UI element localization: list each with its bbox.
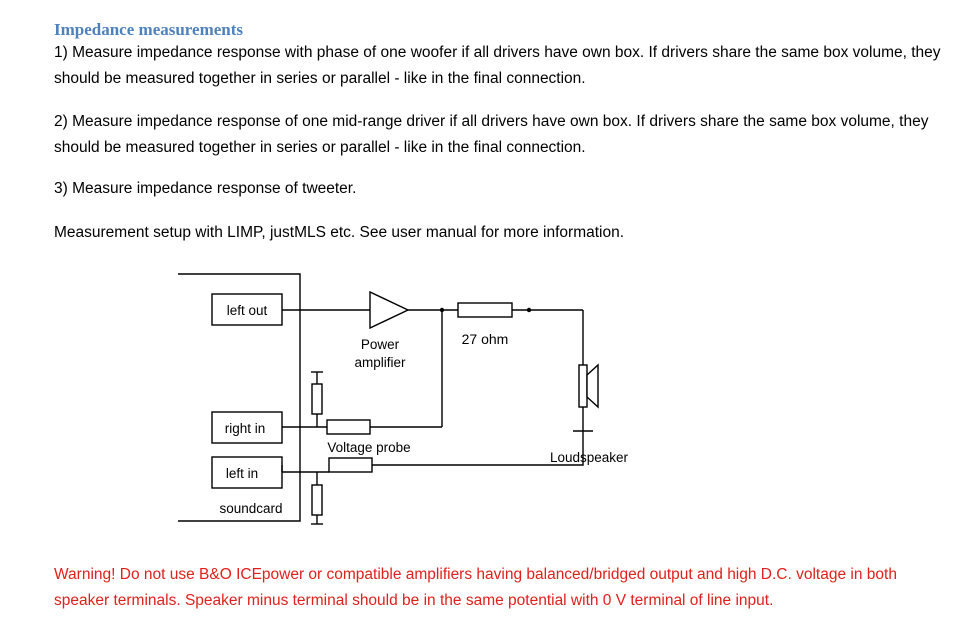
left-out-label: left out [227,303,268,318]
shunt-resistor-icon [311,383,323,415]
resistor-27-ohm-icon [457,302,513,318]
soundcard-outline [178,273,301,522]
resistor-label: 27 ohm [462,331,509,347]
right-in-label: right in [225,421,266,436]
left-in-resistor-icon [328,457,373,473]
power-amplifier-icon [369,290,410,330]
voltage-probe-resistor-icon [326,419,371,435]
section-heading: Impedance measurements [54,20,244,39]
loudspeaker-label: Loudspeaker [550,450,629,465]
step-1-text: 1) Measure impedance response with phase… [54,44,941,87]
soundcard-label: soundcard [219,501,282,516]
setup-note-text: Measurement setup with LIMP, justMLS etc… [54,224,625,241]
power-amplifier-label-line1: Power [361,337,400,352]
shunt-resistor-2-icon [311,484,323,516]
step-3-text: 3) Measure impedance response of tweeter… [54,180,357,197]
left-out-box [211,293,283,326]
loudspeaker-icon [578,364,588,408]
left-in-label: left in [226,466,258,481]
warning-text: Warning! Do not use B&O ICEpower or comp… [54,566,897,609]
voltage-probe-label: Voltage probe [327,440,410,455]
step-2-text: 2) Measure impedance response of one mid… [54,113,929,156]
power-amplifier-label-line2: amplifier [354,355,406,370]
right-in-box [211,411,283,444]
